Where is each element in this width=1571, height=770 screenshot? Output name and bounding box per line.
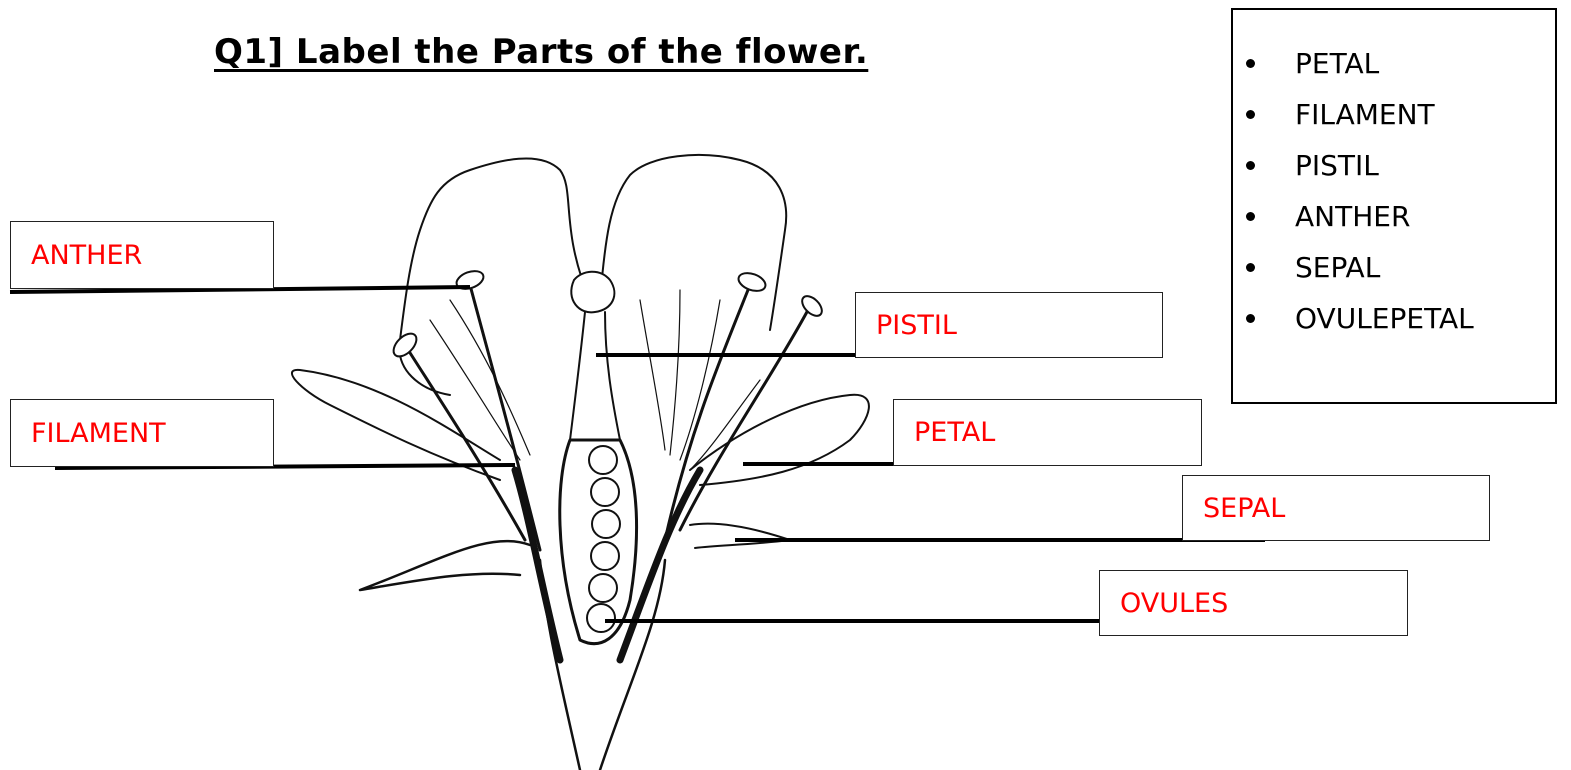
- style: [570, 312, 585, 440]
- label-box-petal[interactable]: PETAL: [893, 399, 1202, 466]
- label-box-pistil[interactable]: PISTIL: [855, 292, 1163, 358]
- label-box-sepal[interactable]: SEPAL: [1182, 475, 1490, 541]
- label-text: PETAL: [914, 417, 995, 448]
- style: [605, 312, 620, 440]
- ovule: [589, 446, 617, 474]
- filament: [665, 285, 750, 540]
- anther: [389, 329, 420, 360]
- sepal-left: [360, 541, 530, 590]
- ovule: [589, 574, 617, 602]
- petal-vein: [450, 300, 530, 455]
- label-text: PISTIL: [876, 310, 957, 341]
- filament: [470, 285, 540, 550]
- stigma: [571, 272, 614, 313]
- petal-back-left: [399, 158, 590, 395]
- label-box-anther[interactable]: ANTHER: [10, 221, 274, 289]
- anther: [736, 270, 768, 295]
- petal-vein: [670, 290, 680, 455]
- ovule: [587, 604, 615, 632]
- ovule: [591, 542, 619, 570]
- petal-vein: [640, 300, 665, 450]
- label-text: OVULES: [1120, 588, 1228, 619]
- ovule: [592, 510, 620, 538]
- calyx-left: [515, 470, 560, 660]
- petal-right: [690, 395, 869, 485]
- label-box-filament[interactable]: FILAMENT: [10, 399, 274, 467]
- label-text: SEPAL: [1203, 493, 1285, 524]
- label-text: FILAMENT: [31, 418, 166, 449]
- petal-back-right: [600, 155, 786, 330]
- anther: [799, 293, 826, 320]
- label-text: ANTHER: [31, 240, 142, 271]
- ovule: [591, 478, 619, 506]
- label-box-ovules[interactable]: OVULES: [1099, 570, 1408, 636]
- sepal-right: [690, 524, 790, 548]
